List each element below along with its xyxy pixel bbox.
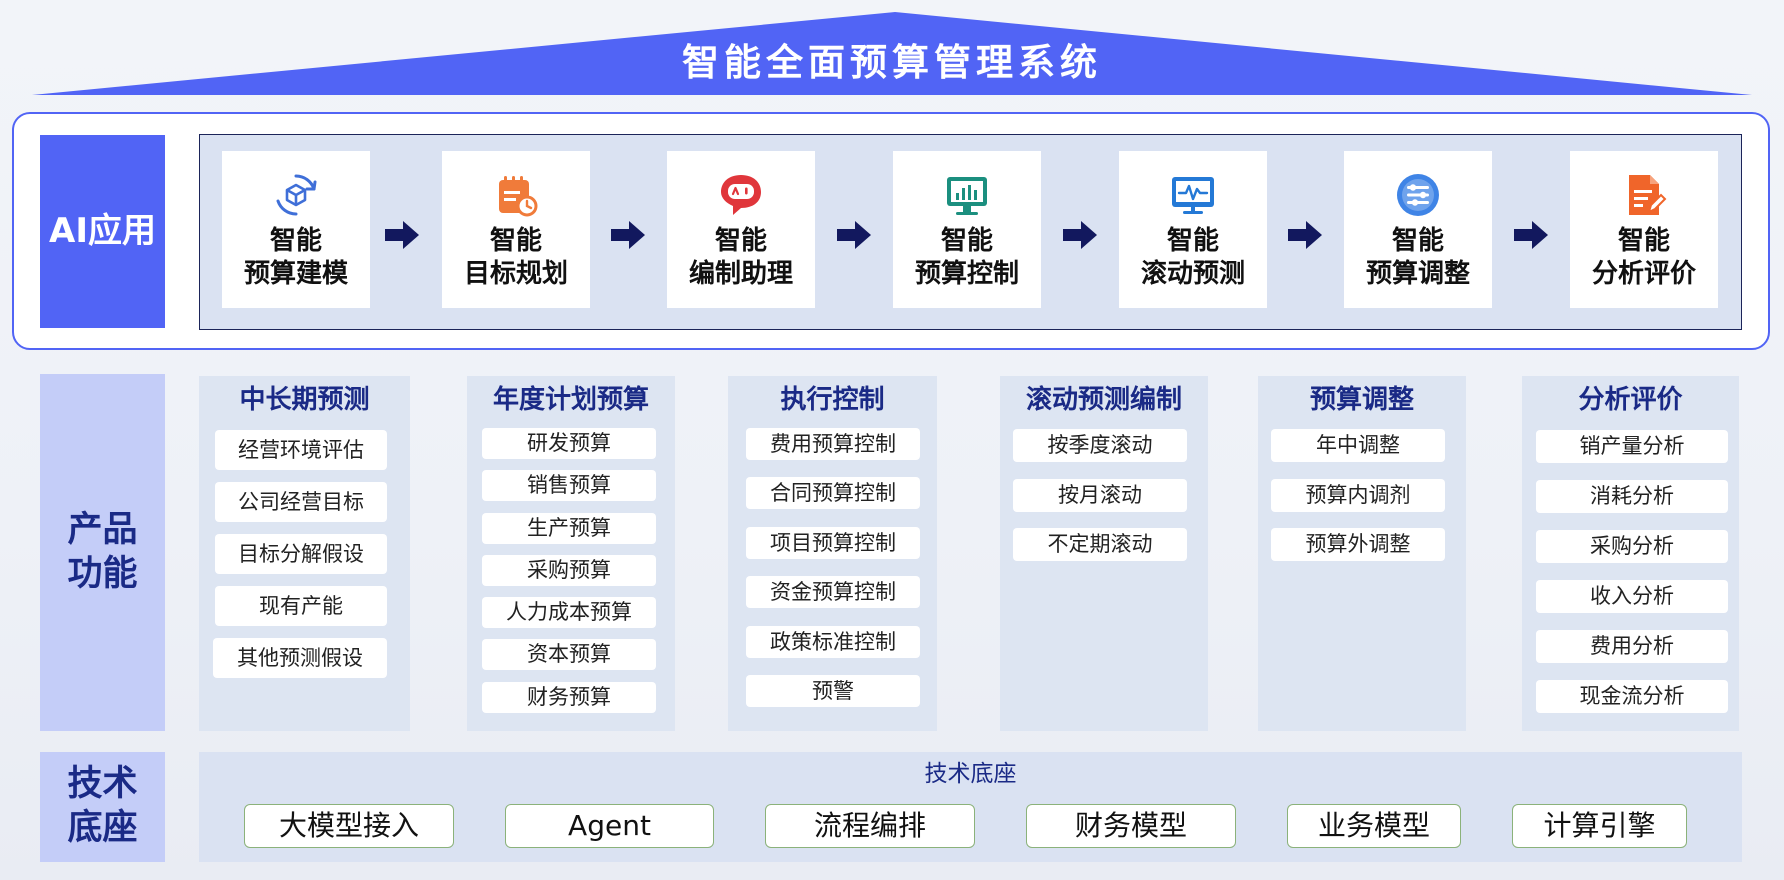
function-item[interactable]: 研发预算: [482, 428, 656, 459]
document-edit-icon: [1629, 175, 1667, 215]
function-item[interactable]: 年中调整: [1271, 429, 1445, 462]
function-column-title: 滚动预测编制: [1025, 385, 1182, 415]
ai-card-budget-modeling[interactable]: 智能 预算建模: [222, 151, 370, 308]
function-column-title: 预算调整: [1309, 385, 1414, 415]
function-item[interactable]: 预算外调整: [1271, 528, 1445, 561]
cube-cycle-icon: [276, 174, 317, 216]
ai-card-rolling-forecast[interactable]: 智能 滚动预测: [1119, 151, 1267, 308]
function-item[interactable]: 收入分析: [1536, 580, 1728, 613]
ai-card-label: 智能 预算控制: [914, 226, 1019, 289]
arrow-right-icon: [1514, 221, 1548, 249]
function-item[interactable]: 采购预算: [482, 555, 656, 586]
calendar-clock-icon: [499, 176, 538, 217]
function-item[interactable]: 生产预算: [482, 513, 656, 544]
function-item[interactable]: 政策标准控制: [746, 626, 920, 658]
function-column-title: 年度计划预算: [492, 385, 649, 415]
tech-item-financial-model[interactable]: 财务模型: [1026, 804, 1236, 848]
ai-card-label: 智能 滚动预测: [1140, 226, 1245, 289]
ai-card-label: 智能 编制助理: [688, 226, 793, 289]
function-item[interactable]: 按季度滚动: [1013, 429, 1187, 462]
function-item[interactable]: 费用预算控制: [746, 428, 920, 460]
tech-item-process-orchestration[interactable]: 流程编排: [765, 804, 975, 848]
function-item[interactable]: 费用分析: [1536, 630, 1728, 663]
function-item[interactable]: 采购分析: [1536, 530, 1728, 563]
function-item[interactable]: 销售预算: [482, 470, 656, 501]
function-column-title: 分析评价: [1578, 385, 1683, 415]
arrow-right-icon: [837, 221, 871, 249]
function-item[interactable]: 财务预算: [482, 682, 656, 713]
tech-item-llm-access[interactable]: 大模型接入: [244, 804, 454, 848]
page-title: 智能全面预算管理系统: [682, 41, 1102, 84]
arrow-right-icon: [611, 221, 645, 249]
function-item[interactable]: 公司经营目标: [215, 482, 387, 522]
ai-application-label: AI应用: [40, 135, 165, 328]
function-item[interactable]: 消耗分析: [1536, 480, 1728, 513]
function-item[interactable]: 目标分解假设: [215, 534, 387, 574]
function-item[interactable]: 按月滚动: [1013, 479, 1187, 512]
function-item[interactable]: 预警: [746, 675, 920, 707]
function-item[interactable]: 合同预算控制: [746, 477, 920, 509]
function-item[interactable]: 经营环境评估: [215, 430, 387, 470]
robot-chat-icon: [721, 175, 761, 215]
product-functions-label-text: 产品 功能: [67, 509, 138, 594]
monitor-pulse-icon: [1172, 177, 1214, 214]
title-roof: [32, 12, 1752, 95]
tech-item-agent[interactable]: Agent: [505, 804, 714, 848]
ai-card-budget-control[interactable]: 智能 预算控制: [893, 151, 1041, 308]
function-item[interactable]: 人力成本预算: [482, 597, 656, 628]
tech-item-compute-engine[interactable]: 计算引擎: [1512, 804, 1687, 848]
tech-base-label-text: 技术 底座: [67, 764, 138, 848]
function-item[interactable]: 资本预算: [482, 639, 656, 670]
function-column-title: 中长期预测: [239, 385, 370, 415]
function-item[interactable]: 预算内调剂: [1271, 479, 1445, 512]
function-item[interactable]: 现有产能: [215, 586, 387, 626]
function-item[interactable]: 销产量分析: [1536, 430, 1728, 463]
ai-card-label: 智能 分析评价: [1591, 226, 1696, 289]
ai-card-budget-adjustment[interactable]: 智能 预算调整: [1344, 151, 1492, 308]
function-column-title: 执行控制: [780, 385, 885, 415]
function-column-rolling-forecast: 滚动预测编制 按季度滚动 按月滚动 不定期滚动: [1000, 376, 1208, 731]
tech-item-business-model[interactable]: 业务模型: [1287, 804, 1461, 848]
ai-card-label: 智能 预算建模: [243, 226, 348, 289]
function-column-analysis-evaluation: 分析评价 销产量分析 消耗分析 采购分析 收入分析 费用分析 现金流分析: [1522, 376, 1739, 731]
function-item[interactable]: 不定期滚动: [1013, 528, 1187, 561]
function-column-budget-adjustment: 预算调整 年中调整 预算内调剂 预算外调整: [1258, 376, 1466, 731]
function-item[interactable]: 其他预测假设: [213, 638, 387, 678]
tech-base-label: 技术 底座: [40, 752, 165, 862]
ai-card-goal-planning[interactable]: 智能 目标规划: [442, 151, 590, 308]
function-column-execution-control: 执行控制 费用预算控制 合同预算控制 项目预算控制 资金预算控制 政策标准控制 …: [728, 376, 937, 731]
ai-card-analysis-evaluation[interactable]: 智能 分析评价: [1570, 151, 1718, 308]
function-item[interactable]: 现金流分析: [1536, 680, 1728, 713]
function-column-long-term-forecast: 中长期预测 经营环境评估 公司经营目标 目标分解假设 现有产能 其他预测假设: [199, 376, 410, 731]
arrow-right-icon: [1063, 221, 1097, 249]
function-column-annual-plan-budget: 年度计划预算 研发预算 销售预算 生产预算 采购预算 人力成本预算 资本预算 财…: [467, 376, 675, 731]
arrow-right-icon: [385, 221, 419, 249]
product-functions-label: 产品 功能: [40, 374, 165, 731]
function-item[interactable]: 资金预算控制: [746, 576, 920, 608]
monitor-bar-chart-icon: [947, 177, 987, 215]
function-item[interactable]: 项目预算控制: [746, 527, 920, 559]
ai-card-label: 智能 目标规划: [463, 226, 568, 289]
sliders-circle-icon: [1397, 174, 1439, 216]
tech-base-title: 技术底座: [924, 761, 1017, 787]
arrow-right-icon: [1288, 221, 1322, 249]
ai-card-label: 智能 预算调整: [1365, 226, 1470, 289]
ai-card-compilation-assistant[interactable]: 智能 编制助理: [667, 151, 815, 308]
